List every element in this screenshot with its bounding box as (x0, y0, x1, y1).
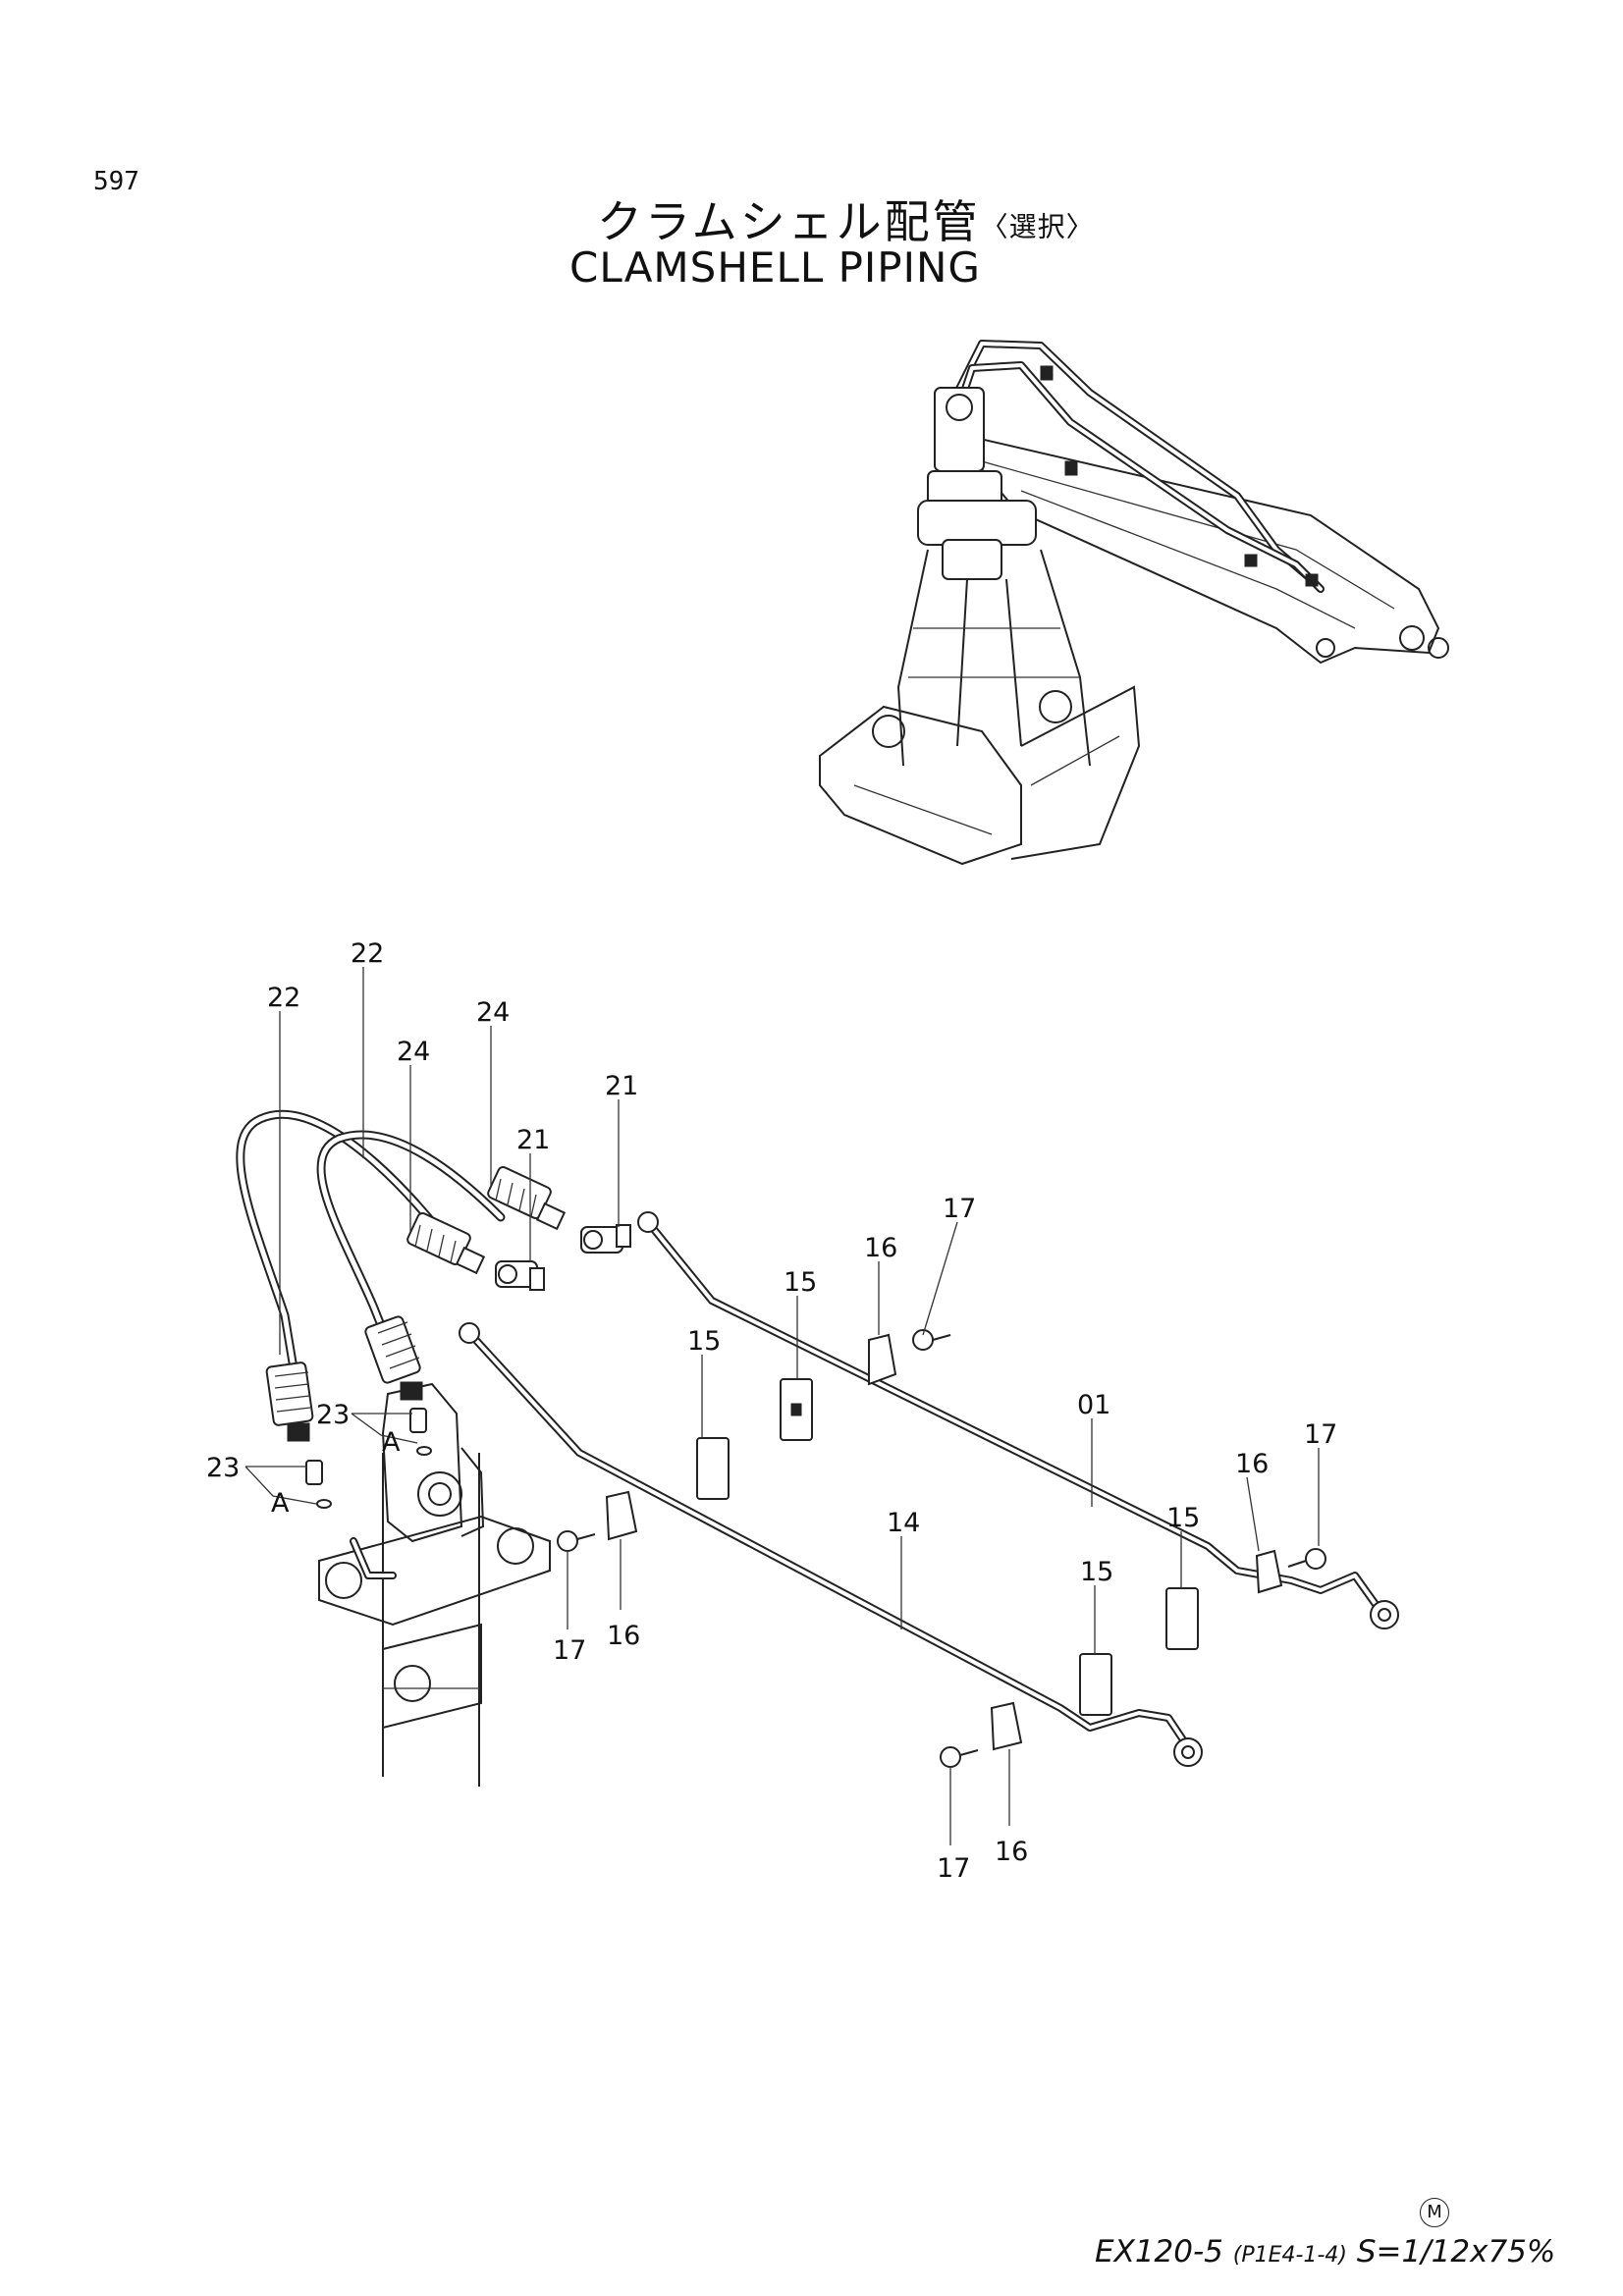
title-japanese-main: クラムシェル配管 (597, 195, 981, 248)
callout-a: A (271, 1488, 290, 1519)
callout-16: 16 (1235, 1449, 1269, 1479)
callout-17: 17 (553, 1635, 586, 1666)
title-option-label: 〈選択〉 (980, 210, 1095, 243)
callout-15: 15 (784, 1267, 817, 1298)
callout-16: 16 (995, 1837, 1028, 1867)
callout-01: 01 (1077, 1390, 1110, 1420)
callout-17: 17 (1304, 1419, 1337, 1450)
callout-14: 14 (887, 1508, 920, 1538)
callout-22: 22 (351, 938, 384, 969)
leader-lines (244, 967, 1320, 1845)
callout-22: 22 (267, 983, 300, 1013)
adapter-23-parts (305, 1408, 432, 1509)
callout-a: A (382, 1427, 401, 1458)
callout-21: 21 (605, 1071, 638, 1101)
callout-17: 17 (937, 1853, 970, 1884)
title-english: CLAMSHELL PIPING (569, 243, 981, 292)
pipe-14 (459, 1322, 1203, 1767)
callout-15: 15 (687, 1326, 721, 1357)
callout-15: 15 (1166, 1503, 1200, 1533)
callout-21: 21 (516, 1125, 550, 1155)
callout-24: 24 (397, 1037, 430, 1067)
callout-23: 23 (316, 1400, 350, 1430)
callout-24: 24 (476, 997, 510, 1028)
cylinder-assembly (318, 1382, 551, 1787)
title-japanese: クラムシェル配管〈選択〉 (597, 187, 1095, 251)
pipe-01 (637, 1211, 1399, 1629)
callout-16: 16 (864, 1233, 897, 1263)
model-code: (P1E4-1-4) (1232, 2243, 1347, 2268)
callout-17: 17 (943, 1194, 976, 1224)
clamp-parts (557, 1329, 1326, 1768)
model-name: EX120-5 (1095, 2234, 1223, 2269)
callout-15: 15 (1080, 1557, 1113, 1587)
footer-model-line: EX120-5 (P1E4-1-4) S=1/12x75% (1095, 2234, 1555, 2269)
overview-illustration (819, 340, 1449, 866)
callout-16: 16 (607, 1621, 640, 1651)
callout-labels: 22 22 24 24 21 21 17 16 15 15 01 14 17 1… (206, 938, 1337, 1884)
footer-mark: M (1420, 2198, 1449, 2227)
scale-label: S=1/12x75% (1356, 2234, 1556, 2269)
page-number: 597 (93, 167, 139, 196)
callout-23: 23 (206, 1453, 240, 1483)
hose-22-pair (236, 1109, 567, 1442)
elbow-21-pair (495, 1224, 631, 1291)
